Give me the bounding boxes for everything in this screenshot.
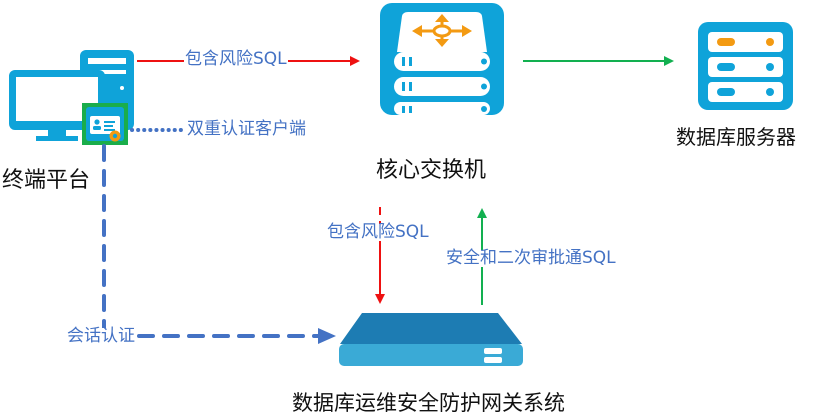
edge-session-auth [102,144,320,338]
switch-to-gateway-edge-label: 包含风险SQL [326,222,430,242]
gateway-label: 数据库运维安全防护网关系统 [292,391,565,415]
core-switch-label: 核心交换机 [376,158,487,183]
security-gateway-icon [339,313,523,366]
database-server-icon [698,22,793,110]
database-server-label: 数据库服务器 [676,125,796,149]
gateway-to-switch-edge-label: 安全和二次审批通SQL [445,248,617,268]
dual-auth-client-icon [82,103,128,145]
terminal-platform-label: 终端平台 [2,168,91,193]
terminal-to-switch-edge-label: 包含风险SQL [184,49,288,69]
session-auth-label: 会话认证 [66,326,136,346]
session-auth-arrowhead [318,328,336,344]
dual-auth-client-label: 双重认证客户端 [186,119,307,139]
core-switch-icon [380,3,504,115]
